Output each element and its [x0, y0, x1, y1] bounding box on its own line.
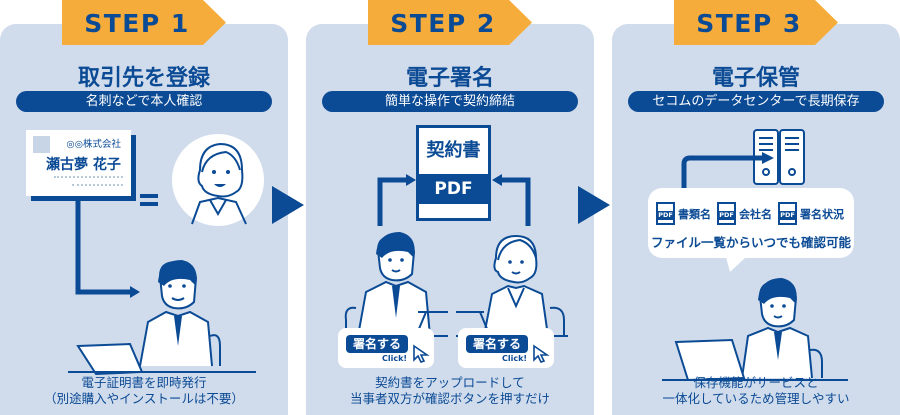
cursor-icon [533, 344, 550, 363]
sign-bubble-right: 署名する Click! [458, 319, 554, 368]
card-dots [54, 176, 123, 178]
caption-line: 当事者双方が確認ボタンを押すだけ [349, 391, 550, 406]
step-3-caption: 保存機能がサービスと 一体化しているため管理しやすい [612, 375, 900, 407]
caption-line: 保存機能がサービスと [693, 375, 819, 390]
sign-bubble-left: 署名する Click! [338, 319, 434, 368]
step-2-caption: 契約書をアップロードして 当事者双方が確認ボタンを押すだけ [306, 375, 594, 407]
card-name: 瀬古夢 花子 [46, 157, 121, 173]
upload-arrow-right-icon [492, 174, 531, 226]
file-attr-label: 書類名 [678, 207, 711, 221]
step-3-label: STEP 3 [696, 9, 802, 38]
pdf-icon: PDF [717, 202, 736, 225]
file-attr-label: 署名状況 [800, 207, 844, 221]
pdf-icon: PDF [778, 202, 797, 225]
file-attributes: PDF 書類名 PDF 会社名 PDF 署名状況 [656, 202, 844, 225]
document-title: 契約書 [426, 140, 481, 161]
click-hint: Click! [382, 354, 408, 363]
step-1-subtitle: 名刺などで本人確認 [16, 91, 272, 112]
file-attr-item: PDF 書類名 [656, 202, 711, 225]
flow-arrow-icon [578, 186, 610, 224]
caption-line: 電子証明書を即時発行 [81, 375, 207, 390]
file-list-description: ファイル一覧からいつでも確認可能 [650, 235, 851, 250]
card-dots [72, 184, 123, 186]
step-1-panel: STEP 1 取引先を登録 名刺などで本人確認 ◎◎株式会社 瀬古夢 花子 電子… [0, 0, 288, 415]
caption-line: 一体化しているため管理しやすい [662, 391, 850, 406]
step-2-panel: STEP 2 電子署名 簡単な操作で契約締結 契約書 PDF [306, 0, 594, 415]
man-at-laptop-icon [662, 278, 848, 382]
file-attr-item: PDF 会社名 [717, 202, 772, 225]
business-card: ◎◎株式会社 瀬古夢 花子 [26, 130, 131, 196]
upload-arrow-left-icon [377, 174, 416, 226]
cursor-icon [413, 344, 430, 363]
man-signer-icon [340, 232, 448, 337]
step-3-panel: STEP 3 電子保管 セコムのデータセンターで長期保存 PDF 書類名 PDF… [612, 0, 900, 415]
step-3-subtitle: セコムのデータセンターで長期保存 [628, 91, 884, 112]
card-company: ◎◎株式会社 [66, 139, 121, 150]
sign-button[interactable]: 署名する [466, 335, 528, 353]
document-format: PDF [419, 174, 488, 204]
step-2-label: STEP 2 [390, 9, 496, 38]
caption-line: 契約書をアップロードして [375, 375, 525, 390]
step-1-tag: STEP 1 [62, 0, 226, 45]
click-hint: Click! [502, 354, 528, 363]
step-2-tag: STEP 2 [368, 0, 532, 45]
step-1-label: STEP 1 [84, 9, 190, 38]
file-list-bubble: PDF 書類名 PDF 会社名 PDF 署名状況 ファイル一覧からいつでも確認可… [648, 188, 854, 272]
step-1-caption: 電子証明書を即時発行 （別途購入やインストールは不要） [0, 375, 288, 407]
sign-button[interactable]: 署名する [346, 335, 408, 353]
equals-icon [140, 194, 158, 198]
man-at-laptop-icon [68, 260, 256, 376]
contract-document-icon: 契約書 PDF [416, 125, 491, 221]
step-1-title: 取引先を登録 [77, 66, 210, 91]
caption-line: （別途購入やインストールは不要） [44, 391, 244, 406]
step-3-tag: STEP 3 [674, 0, 838, 45]
step-2-title: 電子署名 [405, 66, 494, 91]
file-attr-label: 会社名 [739, 207, 772, 221]
flow-arrow-icon [272, 186, 304, 224]
step-3-title: 電子保管 [711, 66, 800, 91]
step-2-subtitle: 簡単な操作で契約締結 [322, 91, 578, 112]
card-logo-placeholder [33, 136, 50, 153]
file-attr-item: PDF 署名状況 [778, 202, 844, 225]
pdf-icon: PDF [656, 202, 675, 225]
woman-portrait-icon [172, 134, 264, 226]
connector-arrow-icon [75, 196, 140, 298]
storage-arrow-icon [681, 152, 774, 192]
